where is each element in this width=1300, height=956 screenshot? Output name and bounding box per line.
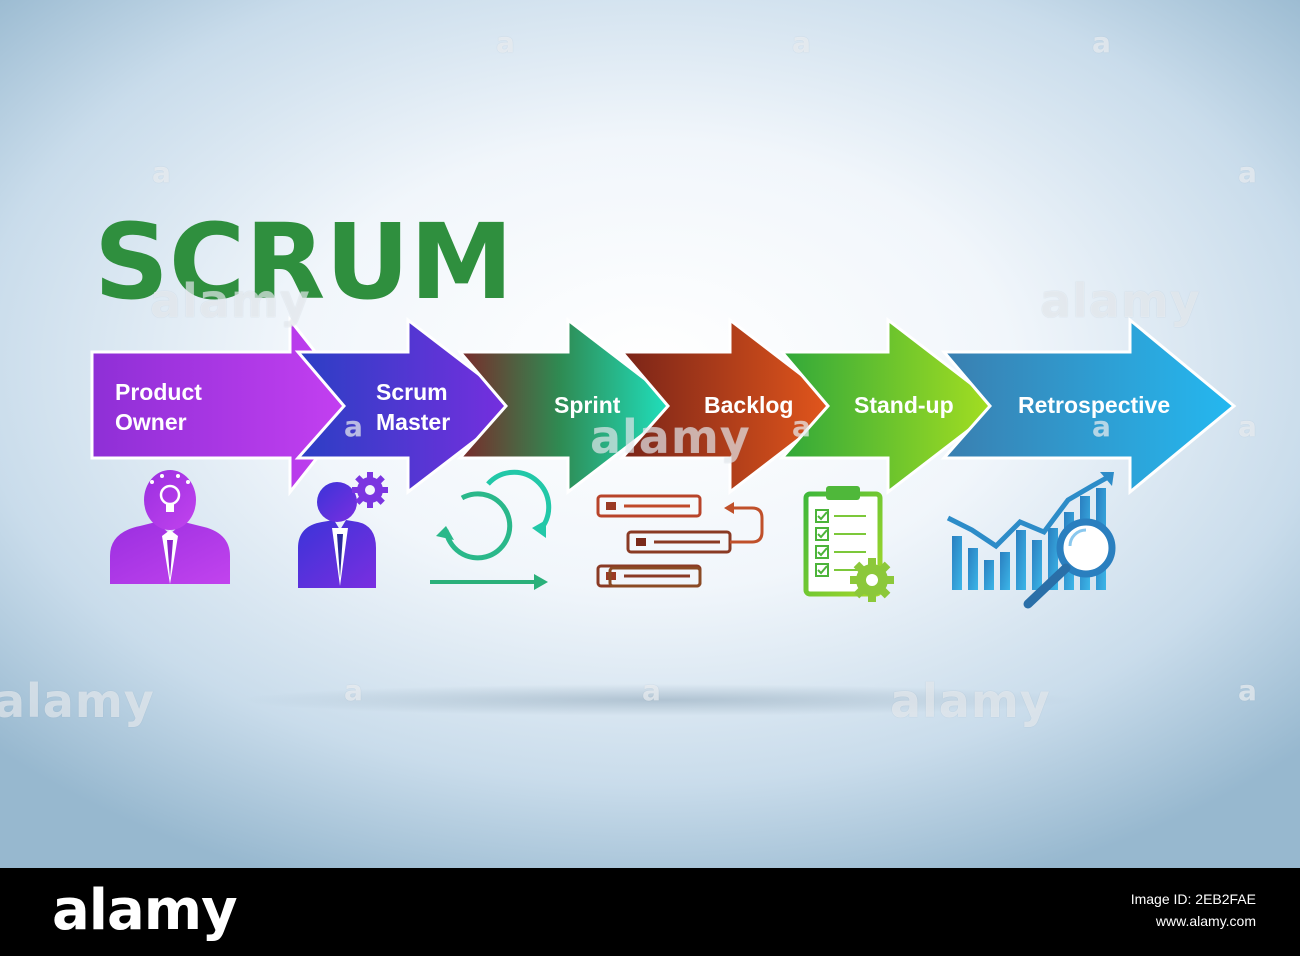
watermark-text: alamy	[150, 274, 311, 328]
step-label: Retrospective	[1018, 392, 1170, 418]
site-url: www.alamy.com	[1155, 913, 1256, 929]
watermark-letter: a	[496, 26, 515, 59]
watermark-letter: a	[1092, 26, 1111, 59]
arrow-shape	[456, 316, 683, 496]
step-label: Product	[115, 379, 202, 405]
floor-shadow	[240, 684, 1080, 716]
arrow-step-5: Stand-up	[778, 316, 1003, 496]
sprint-cycle-icon	[430, 469, 552, 590]
watermark-letter: a	[1238, 156, 1257, 189]
page-title: SCRUM	[94, 201, 513, 323]
arrow-shape	[294, 316, 523, 496]
icon-row	[110, 469, 1116, 609]
arrow-step-4: Backlog	[618, 316, 845, 496]
watermark-letter: a	[642, 674, 661, 707]
watermark-text: alamy	[0, 674, 155, 728]
idea-head-person-icon	[110, 470, 230, 584]
chart-magnifier-icon	[946, 472, 1116, 609]
backlog-list-icon	[596, 494, 764, 588]
watermark-text: alamy	[1040, 274, 1201, 328]
watermark-letter: a	[792, 410, 811, 443]
watermark-letter: a	[344, 410, 363, 443]
arrow-step-6: Retrospective	[940, 316, 1237, 496]
watermark-text: alamy	[590, 410, 751, 464]
footer-bar: alamy Image ID: 2EB2FAE www.alamy.com	[0, 868, 1300, 956]
step-label: Sprint	[554, 392, 621, 418]
image-id: Image ID: 2EB2FAE	[1130, 891, 1256, 907]
clipboard-gear-icon	[803, 486, 894, 602]
arrow-shape	[778, 316, 1003, 496]
step-label: Master	[376, 409, 450, 435]
arrow-shape	[940, 316, 1237, 496]
watermark-letter: a	[1238, 674, 1257, 707]
arrow-step-3: Sprint	[456, 316, 683, 496]
watermark-letter: a	[792, 26, 811, 59]
step-label: Backlog	[704, 392, 793, 418]
watermark-letter: a	[344, 674, 363, 707]
watermark-text: alamy	[890, 674, 1051, 728]
footer-meta: Image ID: 2EB2FAE www.alamy.com	[996, 888, 1256, 932]
step-label: Stand-up	[854, 392, 954, 418]
step-label: Owner	[115, 409, 187, 435]
person-gear-icon	[298, 472, 388, 588]
footer-logo: alamy	[52, 878, 238, 943]
watermark-letter: a	[152, 156, 171, 189]
watermark-letter: a	[1238, 410, 1257, 443]
arrow-shape	[618, 316, 845, 496]
step-label: Scrum	[376, 379, 448, 405]
arrow-shape	[90, 315, 360, 497]
watermark-letter: a	[1092, 410, 1111, 443]
